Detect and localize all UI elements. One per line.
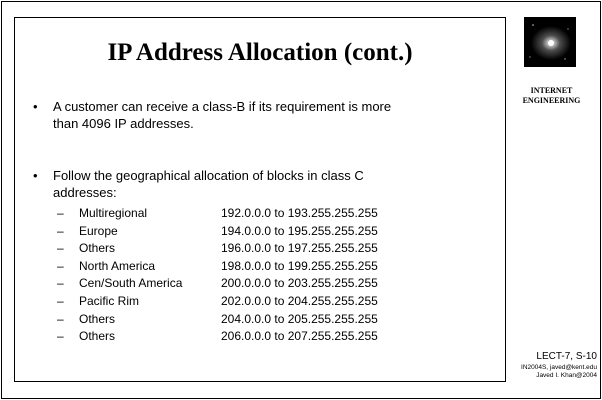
region-name: Others [79, 311, 116, 326]
region-name: Pacific Rim [79, 293, 140, 308]
bullet-line: than 4096 IP addresses. [53, 116, 194, 131]
address-range: 202.0.0.0 to 204.255.255.255 [221, 293, 378, 308]
dash-marker: – [57, 241, 64, 256]
region-name: North America [79, 258, 156, 273]
brand-label: INTERNET ENGINEERING [514, 86, 589, 106]
bullet-line: addresses: [53, 185, 117, 200]
region-name: Others [79, 329, 116, 344]
bullet-marker: • [33, 99, 38, 114]
dash-marker: – [57, 293, 64, 308]
dash-marker: – [57, 258, 64, 273]
address-range: 196.0.0.0 to 197.255.255.255 [221, 241, 378, 256]
address-range: 194.0.0.0 to 195.255.255.255 [221, 223, 378, 238]
address-range: 198.0.0.0 to 199.255.255.255 [221, 258, 378, 273]
content-box: IP Address Allocation (cont.) • A custom… [14, 17, 506, 382]
brand-line: INTERNET [530, 86, 573, 95]
region-name: Multiregional [79, 206, 148, 220]
course-info: IN2004S, javed@kent.edu [521, 364, 597, 371]
bullet-marker: • [33, 168, 38, 183]
slide-title: IP Address Allocation (cont.) [107, 39, 413, 66]
address-range: 192.0.0.0 to 193.255.255.255 [221, 206, 378, 220]
lecture-number: LECT-7, S-10 [536, 351, 597, 362]
galaxy-logo-icon [524, 17, 576, 67]
address-range: 206.0.0.0 to 207.255.255.255 [221, 329, 378, 344]
author-info: Javed I. Khan@2004 [536, 372, 597, 379]
dash-marker: – [57, 223, 64, 238]
dash-marker: – [57, 206, 64, 220]
dash-marker: – [57, 329, 64, 344]
region-name: Europe [79, 223, 118, 238]
brand-line: ENGINEERING [522, 96, 581, 105]
dash-marker: – [57, 311, 64, 326]
address-range: 200.0.0.0 to 203.255.255.255 [221, 276, 378, 291]
region-name: Others [79, 241, 116, 256]
address-range: 204.0.0.0 to 205.255.255.255 [221, 311, 378, 326]
region-name: Cen/South America [79, 276, 183, 291]
dash-marker: – [57, 276, 64, 291]
bullet-line: A customer can receive a class-B if its … [53, 99, 392, 114]
bullet-line: Follow the geographical allocation of bl… [53, 168, 364, 183]
